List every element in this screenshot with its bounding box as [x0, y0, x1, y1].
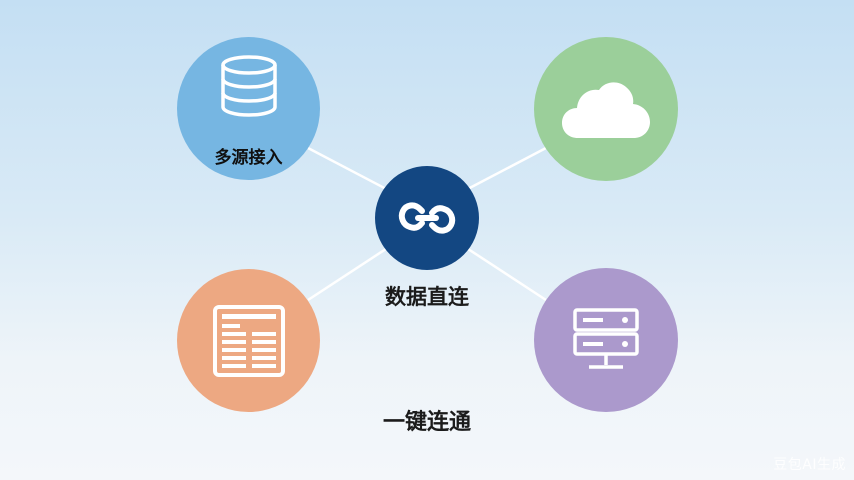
database-icon — [220, 54, 277, 117]
node-server — [534, 268, 678, 412]
watermark: 豆包AI生成 — [773, 457, 846, 473]
node-spreadsheet — [177, 269, 320, 412]
link-icon — [398, 202, 456, 234]
node-direct-connect — [375, 166, 479, 270]
spreadsheet-icon — [212, 304, 285, 377]
node-data-sources — [177, 37, 320, 180]
cloud-icon — [562, 82, 650, 138]
node-cloud — [534, 37, 678, 181]
connector-table-center — [307, 243, 393, 302]
connector-cloud-center — [461, 146, 547, 194]
direct-connect-label: 数据直连 — [385, 285, 469, 309]
connector-server-center — [461, 243, 547, 302]
data-sources-label: 多源接入 — [214, 148, 283, 168]
caption-one-click: 一键连通 — [382, 410, 471, 435]
server-icon — [573, 308, 639, 369]
connector-db-center — [307, 146, 393, 194]
